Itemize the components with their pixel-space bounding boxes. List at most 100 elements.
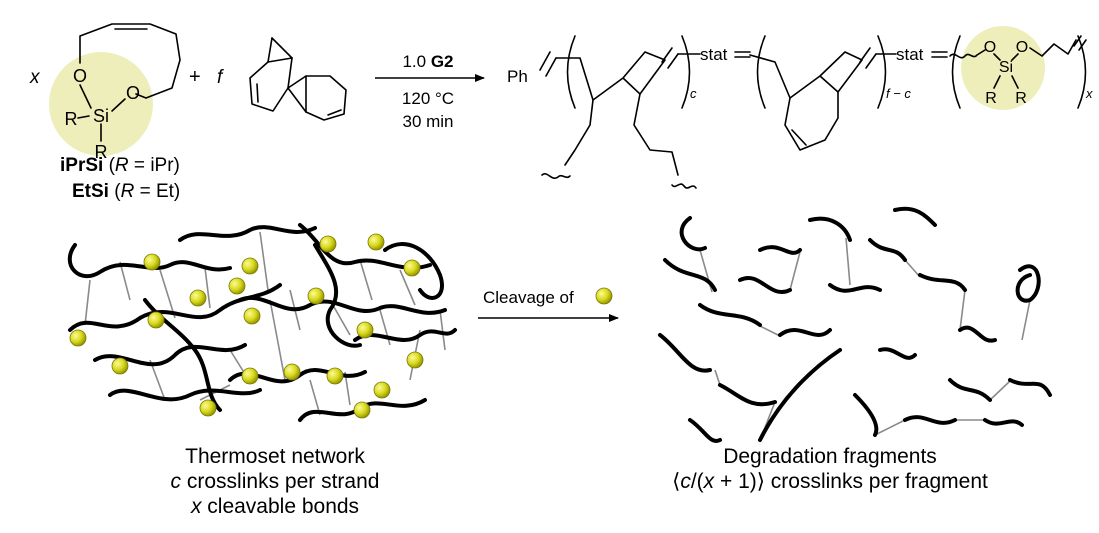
product-silicon: Si [999, 59, 1013, 76]
network-crosslink [119, 261, 131, 301]
fragment-strand [808, 216, 852, 242]
fragment-crosslink [714, 369, 721, 386]
network-crosslink [159, 269, 176, 319]
monomer-oxygen-right: O [126, 83, 140, 103]
fragment-strand [868, 238, 907, 262]
sub-f-minus-c: f − c [886, 86, 911, 101]
cleavable-bond-bead [373, 381, 391, 399]
fragment-strand [918, 273, 967, 292]
fragment-crosslink [904, 259, 921, 278]
monomer-si-r-bond-left [77, 115, 90, 119]
paren-3-right [1077, 35, 1087, 109]
plus-sign: + [189, 66, 201, 88]
monomer-structure: O O Si R R [49, 23, 181, 162]
fragments-caption-line2: ⟨c/(x + 1)⟩ crosslinks per fragment [672, 470, 988, 493]
dicyclopentadiene-structure [249, 37, 347, 121]
crosslink-wave-left [541, 173, 571, 179]
network-crosslink [84, 279, 91, 326]
crosslink-wave-right [671, 183, 697, 189]
paren-1-right [681, 35, 691, 109]
cleavable-bond-bead [147, 311, 165, 329]
network-strand [313, 243, 362, 348]
network-strand [67, 243, 232, 279]
fragment-strand [878, 347, 917, 360]
fragment-strand [903, 415, 957, 425]
monomer-si-o-bond-right [111, 98, 126, 112]
network-strand [178, 225, 317, 242]
fragment-strand [853, 393, 879, 437]
fragment-strand [893, 206, 937, 227]
stat-label-2: stat [896, 45, 924, 64]
network-strand [108, 388, 262, 402]
fragment-strand [663, 258, 717, 292]
fragment-strand [1015, 264, 1041, 303]
network-strand [353, 328, 457, 342]
network-crosslink [259, 231, 269, 291]
cleavable-bond-bead [319, 235, 337, 253]
temperature-label: 120 °C [402, 89, 454, 108]
monomer-o-si-bond-left [79, 84, 92, 109]
fragment-strand [778, 328, 832, 337]
network-strand [383, 242, 444, 300]
fragment-crosslink [959, 289, 966, 331]
cleavable-bond-bead [241, 367, 259, 385]
cleavable-bond-bead [241, 257, 259, 275]
cleavable-bond-bead [199, 399, 217, 417]
network-crosslink [439, 309, 446, 351]
monomer-coefficient: x [29, 67, 41, 88]
stat-label-1: stat [700, 45, 728, 64]
cleavable-bond-bead [189, 289, 207, 307]
sub-x: x [1085, 86, 1093, 101]
time-label: 30 min [402, 112, 453, 131]
cleavable-bond-bead [326, 367, 344, 385]
fragment-crosslink [789, 251, 801, 291]
repeat-unit-1-alkene [661, 47, 679, 69]
stat-alkene-2 [931, 51, 948, 58]
repeat-unit-1-side-chains [564, 93, 679, 176]
cleavable-bond-bead [111, 357, 129, 375]
cleavable-bond-bead [367, 233, 385, 251]
repeat-unit-1-bonds [555, 51, 666, 101]
repeat-unit-2-cyclopentene [784, 91, 839, 151]
dcpd-bridgehead-bond [287, 57, 293, 89]
fragment-strand [828, 283, 882, 293]
dcpd-ring-bonds [249, 37, 347, 121]
cleavable-bond-bead [228, 277, 246, 295]
fragment-crosslink [874, 419, 906, 436]
product-oxygen-right: O [1016, 39, 1028, 56]
fragment-strand [758, 245, 802, 255]
sub-c: c [690, 86, 697, 101]
monomer-r-left: R [65, 109, 78, 129]
cleavable-bond-bead [403, 259, 421, 277]
product-highlight-halo [961, 26, 1045, 110]
product-wavy-bond [949, 49, 986, 59]
stat-alkene-1 [734, 51, 751, 58]
product-oxygen-left: O [984, 39, 996, 56]
network-crosslink [269, 299, 286, 381]
cleavable-bond-bead [356, 321, 374, 339]
network-caption-line3: x cleavable bonds [190, 495, 360, 518]
monomer-silicon: Si [93, 106, 109, 126]
product-alkyl-chain [1029, 39, 1077, 57]
fragment-strand [688, 418, 722, 443]
fragment-strand [983, 418, 1024, 427]
network-caption-line2: c crosslinks per strand [170, 470, 380, 493]
fragment-strand [958, 325, 997, 343]
network-caption-line1: Thermoset network [185, 445, 365, 468]
fragment-crosslink [1021, 299, 1031, 341]
monomer-ring-bonds [79, 23, 181, 99]
network-strand [93, 343, 247, 367]
fragment-strand [658, 333, 712, 373]
thermoset-network [67, 223, 457, 422]
fragment-strand [718, 383, 777, 407]
network-crosslink [399, 269, 416, 306]
fragment-crosslink [845, 237, 851, 286]
fragments-caption: Degradation fragments ⟨c/(x + 1)⟩ crossl… [620, 444, 1040, 494]
monomer-name-ipr: iPrSi (R = iPr) [60, 155, 180, 176]
repeat-unit-2-bonds [749, 51, 863, 99]
network-crosslink [359, 259, 373, 301]
fragment-strand [1008, 378, 1052, 397]
repeat-unit-2-alkene [859, 47, 877, 69]
